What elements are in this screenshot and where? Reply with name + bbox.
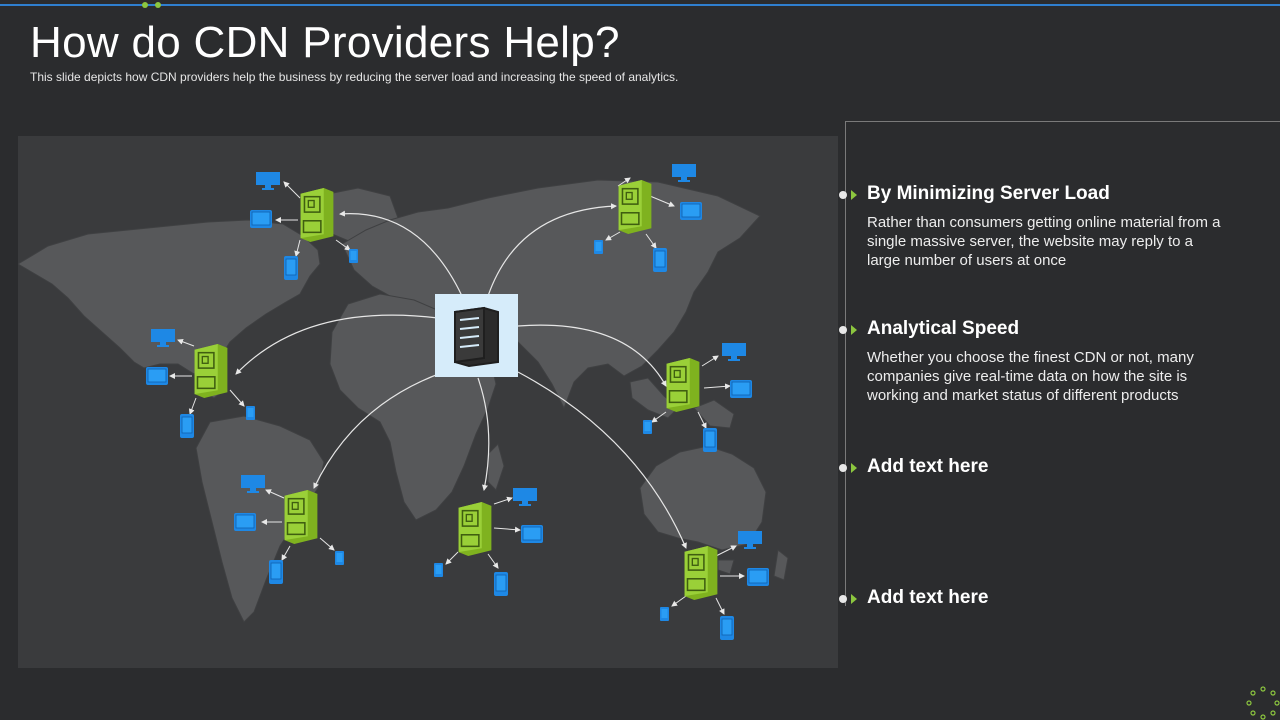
top-accent-dot: [142, 2, 148, 8]
cdn-network-svg: [18, 164, 789, 640]
slide-title: How do CDN Providers Help?: [30, 18, 620, 67]
green-server-tower-icon: [458, 502, 492, 556]
bullet-dot-arrow-icon: [839, 463, 857, 473]
panel-frame-left: [845, 121, 846, 606]
tablet-icon: [643, 420, 652, 434]
bullet-dot-arrow-icon: [839, 594, 857, 604]
bullet-dot-arrow-icon: [839, 190, 857, 200]
edge-node-africa: [434, 488, 543, 596]
connection-arrows: [235, 203, 687, 549]
desktop-monitor-icon: [672, 164, 696, 182]
tablet-icon: [434, 563, 443, 577]
device-arrows: [169, 177, 745, 615]
green-server-tower-icon: [684, 546, 718, 600]
tablet-icon: [594, 240, 603, 254]
top-accent-line: [0, 4, 1280, 6]
point-title: Add text here: [867, 456, 989, 477]
smartphone-icon: [653, 248, 667, 272]
desktop-monitor-icon: [722, 343, 746, 361]
laptop-icon: [250, 210, 272, 228]
smartphone-icon: [269, 560, 283, 584]
tablet-icon: [335, 551, 344, 565]
tablet-icon: [349, 249, 358, 263]
point-description: Rather than consumers getting online mat…: [867, 214, 1221, 269]
circle-dots-decoration-icon: [1246, 686, 1280, 720]
point-title: Add text here: [867, 587, 989, 608]
tablet-icon: [246, 406, 255, 420]
smartphone-icon: [494, 572, 508, 596]
laptop-icon: [146, 367, 168, 385]
world-map-diagram: [18, 136, 838, 668]
green-server-tower-icon: [618, 180, 652, 234]
smartphone-icon: [284, 256, 298, 280]
slide-subtitle: This slide depicts how CDN providers hel…: [30, 70, 679, 84]
panel-frame-top: [845, 121, 1280, 122]
top-accent-dot: [155, 2, 161, 8]
laptop-icon: [234, 513, 256, 531]
desktop-monitor-icon: [738, 531, 762, 549]
green-server-tower-icon: [300, 188, 334, 242]
data-center-server-icon: [454, 306, 499, 368]
laptop-icon: [680, 202, 702, 220]
smartphone-icon: [180, 414, 194, 438]
central-origin-server: [435, 294, 518, 377]
point-title: By Minimizing Server Load: [867, 183, 1110, 204]
world-map-continents: [18, 179, 789, 623]
green-server-tower-icon: [284, 490, 318, 544]
green-server-tower-icon: [194, 344, 228, 398]
laptop-icon: [730, 380, 752, 398]
point-description: Whether you choose the finest CDN or not…: [867, 349, 1194, 404]
smartphone-icon: [720, 616, 734, 640]
laptop-icon: [521, 525, 543, 543]
laptop-icon: [747, 568, 769, 586]
desktop-monitor-icon: [513, 488, 537, 506]
bullet-dot-arrow-icon: [839, 325, 857, 335]
desktop-monitor-icon: [256, 172, 280, 190]
green-server-tower-icon: [666, 358, 700, 412]
tablet-icon: [660, 607, 669, 621]
smartphone-icon: [703, 428, 717, 452]
point-title: Analytical Speed: [867, 318, 1020, 339]
